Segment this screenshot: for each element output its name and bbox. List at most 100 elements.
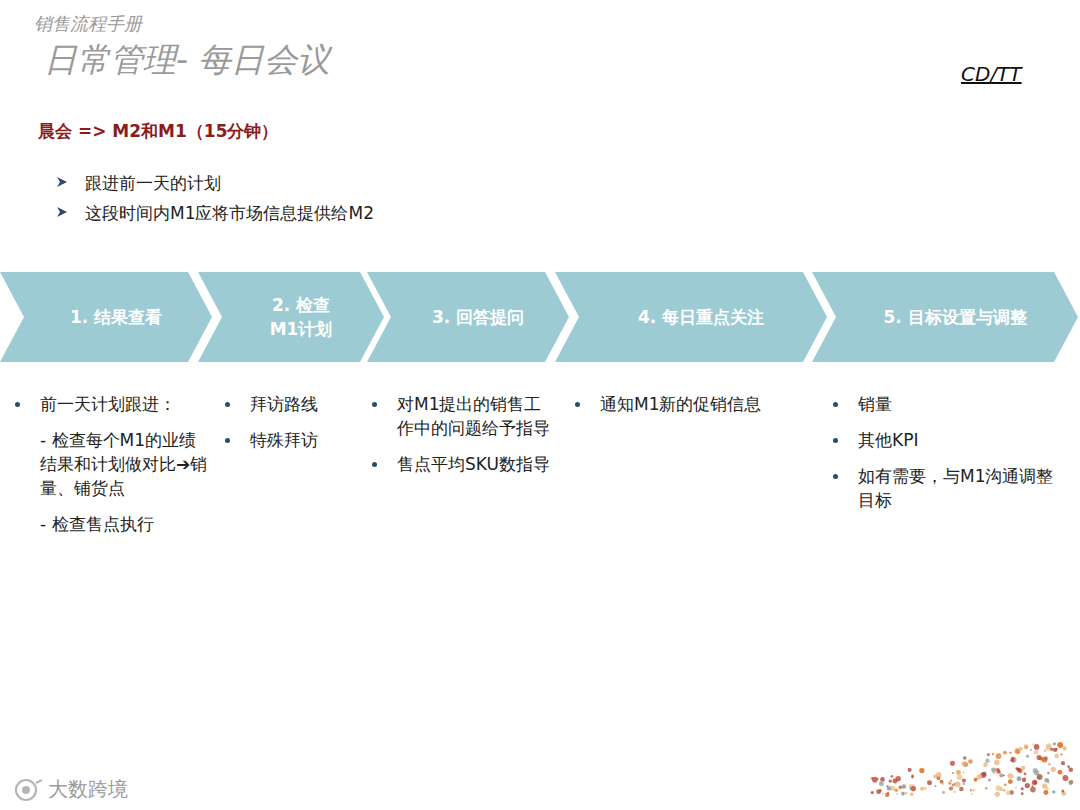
confetti-dot (1053, 742, 1056, 745)
confetti-dot (908, 768, 912, 772)
bullet-arrow-shape (57, 207, 67, 217)
confetti-dot (1057, 742, 1063, 748)
confetti-dot (959, 787, 964, 792)
confetti-dot (891, 775, 894, 778)
confetti-dot (1022, 777, 1026, 781)
confetti-dot (876, 789, 881, 794)
confetti-dot (955, 782, 961, 788)
confetti-dot (1010, 774, 1014, 778)
confetti-dot (987, 753, 990, 756)
confetti-dot (1068, 781, 1072, 785)
confetti-dot (963, 756, 967, 760)
confetti-dot (1044, 778, 1049, 783)
confetti-dot (1033, 750, 1038, 755)
confetti-dot (1026, 755, 1030, 759)
confetti-dot (995, 762, 997, 764)
process-chevron: 5. 目标设置与调整 (812, 272, 1078, 362)
confetti-dot (1021, 792, 1024, 795)
column-item: 前一天计划跟进： (40, 392, 212, 416)
bullet-dot (225, 438, 230, 443)
confetti-dot (1008, 779, 1013, 784)
confetti-dot (902, 784, 907, 789)
watermark-logo (16, 780, 42, 800)
chevron-fill (367, 272, 569, 362)
column-item: 对M1提出的销售工作中的问题给予指导 (397, 392, 552, 440)
confetti-dot (1003, 789, 1005, 791)
confetti-dot (1003, 751, 1007, 755)
confetti-dot (910, 787, 914, 791)
confetti-dot (1048, 763, 1051, 766)
chevron-fill (198, 272, 384, 362)
confetti-dot (872, 777, 878, 783)
confetti-dot (974, 778, 978, 782)
confetti-dot (988, 779, 991, 782)
confetti-dot (999, 774, 1003, 778)
confetti-dot (927, 780, 932, 785)
confetti-dot (1037, 755, 1042, 760)
confetti-dot (976, 774, 981, 779)
chevron-fill (0, 272, 212, 362)
process-chevron: 4. 每日重点关注 (555, 272, 827, 362)
confetti-dot (1032, 780, 1038, 786)
confetti-dot (970, 789, 972, 791)
confetti-dot (1006, 791, 1011, 796)
confetti-dot (942, 791, 945, 794)
confetti-dot (1011, 757, 1017, 763)
confetti-dot (887, 786, 891, 790)
confetti-dot (879, 789, 881, 791)
column-item: 销量 (858, 392, 1058, 416)
confetti-dot (996, 753, 1002, 759)
confetti-dot (962, 761, 968, 767)
bullet-dot (833, 438, 838, 443)
confetti-dot (880, 777, 885, 782)
confetti-dot (1062, 775, 1068, 781)
chevron-heading: 5. 目标设置与调整 (853, 305, 1057, 329)
column-item: 如有需要，与M1沟通调整目标 (858, 464, 1058, 512)
confetti-dot (962, 779, 966, 783)
process-chevron: 1. 结果查看 (0, 272, 212, 362)
confetti-dot (871, 791, 874, 794)
chevron-fill (812, 272, 1078, 362)
bullet-dot (833, 474, 838, 479)
confetti-dot (1069, 767, 1074, 772)
confetti-dot (948, 781, 951, 784)
confetti-dot (910, 792, 914, 796)
confetti-dot (1043, 790, 1048, 795)
process-chevron: 3. 回答提问 (367, 272, 569, 362)
confetti-dot (962, 772, 964, 774)
column-subitem: - 检查售点执行 (40, 512, 212, 536)
confetti-dot (905, 792, 908, 795)
confetti-dot (936, 772, 941, 777)
slide-title: 日常管理- 每日会议 (44, 38, 330, 83)
confetti-dot (1004, 783, 1007, 786)
bullet-arrow (56, 206, 68, 218)
bullet-arrow (56, 176, 68, 188)
column-item: 通知M1新的促销信息 (600, 392, 800, 416)
confetti-dot (1050, 748, 1053, 751)
confetti-dot (887, 792, 889, 794)
confetti-dot (1025, 783, 1030, 788)
column-item: 拜访路线 (250, 392, 360, 416)
confetti-decoration (871, 742, 1074, 797)
confetti-dot (954, 783, 956, 785)
confetti-dot (1030, 749, 1032, 751)
confetti-dot (996, 768, 1000, 772)
confetti-dot (1052, 790, 1055, 793)
confetti-dot (920, 786, 924, 790)
confetti-dot (1051, 767, 1056, 772)
chevron-shape (198, 272, 384, 362)
chevron-heading: 3. 回答提问 (408, 305, 548, 329)
confetti-dot (896, 793, 898, 795)
confetti-dot (952, 772, 954, 774)
confetti-dot (1054, 754, 1058, 758)
confetti-dot (1024, 744, 1029, 749)
confetti-dot (1058, 770, 1063, 775)
confetti-dot (1009, 752, 1011, 754)
confetti-dot (1033, 768, 1038, 773)
confetti-dot (1044, 750, 1047, 753)
chevron-heading: 2. 检查 M1计划 (269, 293, 333, 341)
chevron-heading: 1. 结果查看 (41, 305, 191, 329)
confetti-dot (1061, 791, 1066, 796)
bullet-dot (225, 402, 230, 407)
confetti-dot (950, 780, 952, 782)
